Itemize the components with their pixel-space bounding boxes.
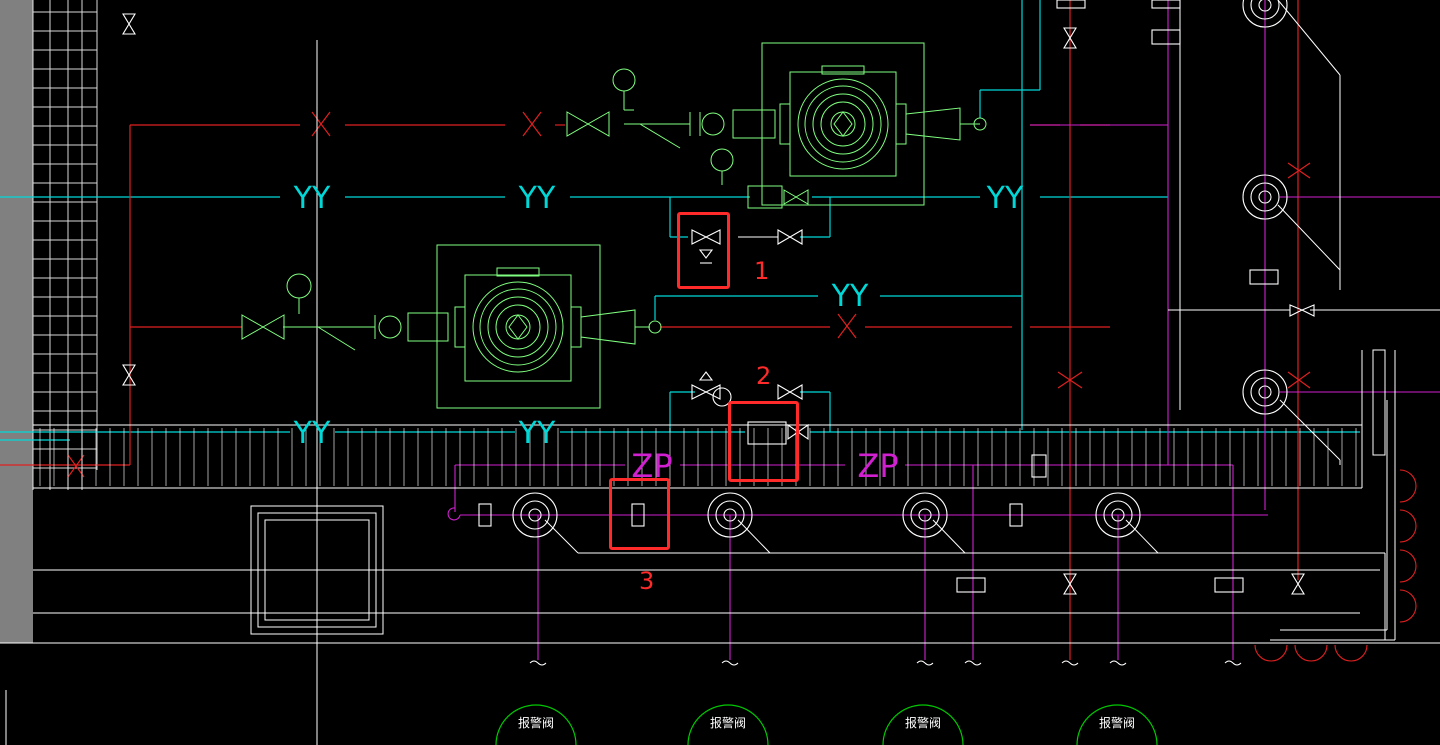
sprinkler-heads[interactable]	[512, 0, 1288, 538]
annotation-box-2[interactable]	[728, 401, 799, 482]
lower-hatch	[39, 428, 1357, 486]
alarm-valve-dome-4	[1076, 704, 1158, 745]
alarm-valve-group[interactable]: 报警阀 报警阀 报警阀 报警阀	[495, 704, 1158, 745]
alarm-valve-label-3: 报警阀	[905, 715, 941, 730]
cyan-pipe-upper	[0, 0, 1360, 441]
label-yy-2: YY	[518, 181, 556, 216]
alarm-valve-label-1: 报警阀	[518, 715, 554, 730]
label-yy-1: YY	[293, 181, 331, 216]
label-yy-4: YY	[831, 279, 869, 314]
pump-unit-upper[interactable]	[566, 42, 987, 209]
pipe-labels: YY YY YY YY YY YY ZP ZP	[293, 181, 1024, 485]
annotation-label-1: 1	[754, 257, 770, 285]
annotation-box-1[interactable]	[677, 212, 730, 289]
label-yy-3: YY	[986, 181, 1024, 216]
alarm-valve-dome-3	[882, 704, 964, 745]
pump-unit-lower[interactable]	[241, 244, 662, 409]
alarm-valve-dome-2	[687, 704, 769, 745]
annotation-box-3[interactable]	[609, 478, 670, 550]
alarm-valve-label-4: 报警阀	[1099, 715, 1135, 730]
label-yy-6: YY	[518, 416, 556, 451]
viewport-left-strip	[0, 0, 33, 643]
annotation-label-3: 3	[639, 567, 655, 595]
pipe-end-marks	[529, 660, 1242, 666]
annotation-label-2: 2	[756, 362, 772, 390]
alarm-valve-label-2: 报警阀	[710, 715, 746, 730]
alarm-valve-dome-1	[495, 704, 577, 745]
magenta-pipes	[447, 0, 1440, 660]
left-wall-hatch	[32, 0, 98, 490]
label-yy-5: YY	[293, 416, 331, 451]
valve-symbols[interactable]	[122, 0, 1315, 595]
red-pipe-lines	[0, 0, 1311, 660]
red-arc-symbols	[1254, 469, 1417, 662]
label-zp-2: ZP	[857, 447, 898, 485]
